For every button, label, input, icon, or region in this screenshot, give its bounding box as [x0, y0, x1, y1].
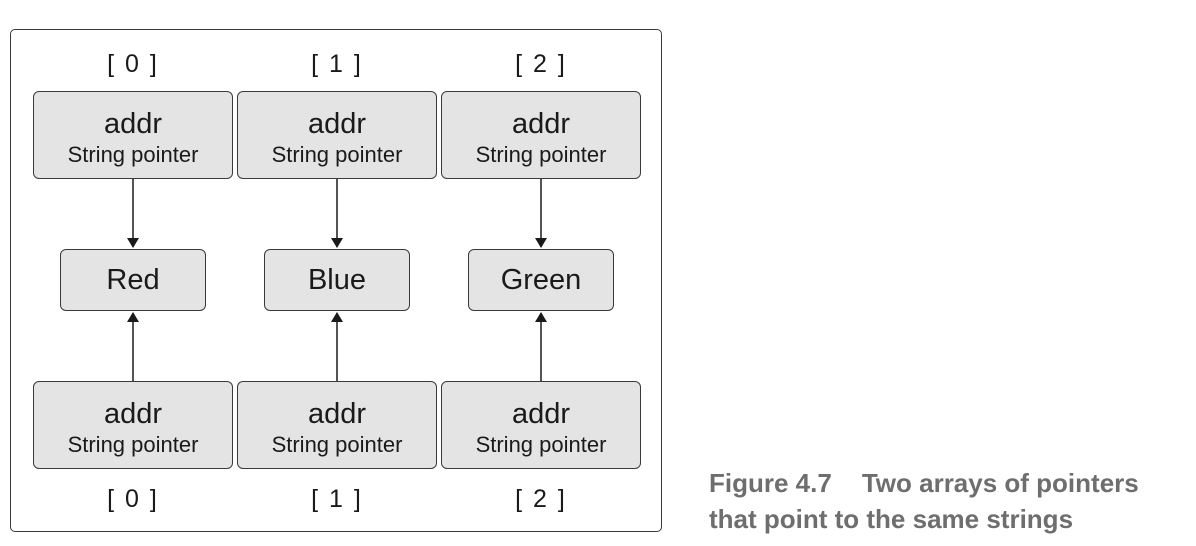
cell-type-label: String pointer — [475, 142, 607, 167]
pointer-arrows — [127, 179, 547, 381]
cell-type-label: String pointer — [271, 142, 403, 167]
top-index-2: [ 2 ] — [515, 50, 567, 78]
bottom-array-cell-1: addr String pointer — [237, 381, 437, 469]
caption-line-1: Figure 4.7 Two arrays of pointers — [709, 465, 1189, 501]
bottom-index-2: [ 2 ] — [515, 485, 567, 513]
bottom-array-cell-0: addr String pointer — [33, 381, 233, 469]
string-box-green: Green — [468, 249, 614, 311]
cell-addr-label: addr — [511, 398, 571, 430]
cell-type-label: String pointer — [67, 432, 199, 457]
cell-addr-label: addr — [103, 398, 163, 430]
caption-line-2: that point to the same strings — [709, 504, 1074, 534]
cell-type-label: String pointer — [475, 432, 607, 457]
cell-addr-label: addr — [103, 108, 163, 140]
cell-addr-label: addr — [307, 108, 367, 140]
bottom-array-cell-2: addr String pointer — [441, 381, 641, 469]
cell-addr-label: addr — [307, 398, 367, 430]
string-box-blue: Blue — [264, 249, 410, 311]
top-index-0: [ 0 ] — [107, 50, 159, 78]
top-array-cell-2: addr String pointer — [441, 91, 641, 179]
top-array-cell-0: addr String pointer — [33, 91, 233, 179]
cell-addr-label: addr — [511, 108, 571, 140]
caption-title-part-1: Two arrays of pointers — [861, 468, 1139, 498]
bottom-index-1: [ 1 ] — [311, 485, 363, 513]
cell-type-label: String pointer — [271, 432, 403, 457]
top-array-cell-1: addr String pointer — [237, 91, 437, 179]
bottom-index-0: [ 0 ] — [107, 485, 159, 513]
top-index-1: [ 1 ] — [311, 50, 363, 78]
cell-type-label: String pointer — [67, 142, 199, 167]
figure-caption: Figure 4.7 Two arrays of pointers that po… — [709, 465, 1189, 537]
string-box-red: Red — [60, 249, 206, 311]
figure-number: Figure 4.7 — [709, 468, 832, 498]
